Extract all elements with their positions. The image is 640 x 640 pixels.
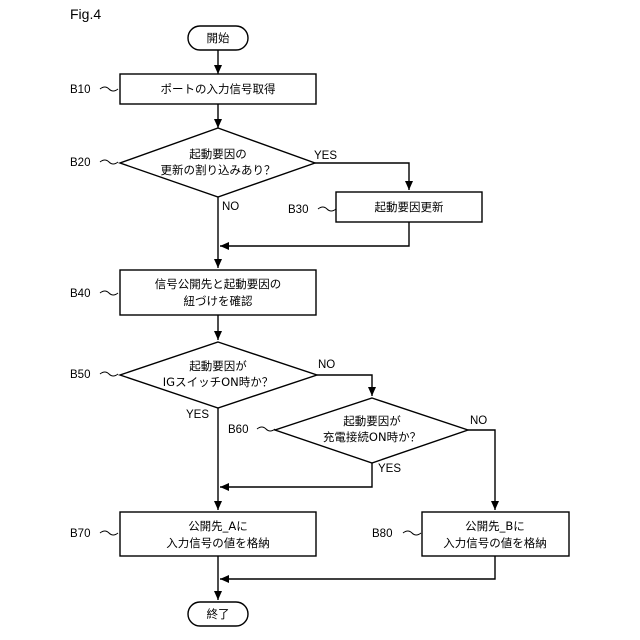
process-b70-line2: 入力信号の値を格納 <box>166 536 270 550</box>
connector-b50-no-b60 <box>317 375 372 396</box>
ref-b50: B50 <box>70 369 90 381</box>
branch-b50-yes: YES <box>186 409 209 421</box>
process-b70-line1: 公開先_Aに <box>188 519 248 533</box>
branch-b60-yes: YES <box>378 463 401 475</box>
connector-b30-merge <box>220 222 409 246</box>
process-b30-label: 起動要因更新 <box>375 200 444 214</box>
end-label: 終了 <box>207 607 230 621</box>
leader-b20 <box>100 160 118 164</box>
branch-b20-no: NO <box>222 201 239 213</box>
branch-b60-no: NO <box>470 415 487 427</box>
decision-b60-line2: 充電接続ON時か？ <box>323 430 421 444</box>
process-b80-line2: 入力信号の値を格納 <box>443 536 547 550</box>
connector-b60-yes-merge <box>220 463 372 487</box>
process-b10-label: ポートの入力信号取得 <box>161 82 276 96</box>
leader-b80 <box>403 531 421 535</box>
leader-b50 <box>100 372 118 376</box>
connector-b60-no-b80 <box>468 430 495 510</box>
process-b80-line1: 公開先_Bに <box>465 519 525 533</box>
leader-b70 <box>100 531 118 535</box>
decision-b50-line2: IGスイッチON時か？ <box>163 375 273 389</box>
leader-b10 <box>100 87 118 91</box>
ref-b70: B70 <box>70 528 90 540</box>
leader-b30 <box>318 207 336 211</box>
ref-b10: B10 <box>70 84 90 96</box>
branch-b20-yes: YES <box>314 150 337 162</box>
ref-b20: B20 <box>70 157 90 169</box>
leader-b40 <box>100 291 118 295</box>
connector-b80-merge <box>220 556 495 579</box>
ref-b30: B30 <box>288 204 308 216</box>
process-b40-line2: 紐づけを確認 <box>184 294 253 308</box>
ref-b80: B80 <box>372 528 392 540</box>
decision-b20-line1: 起動要因の <box>189 147 247 161</box>
ref-b60: B60 <box>228 424 248 436</box>
decision-b50-line1: 起動要因が <box>189 359 247 373</box>
leader-b60 <box>257 427 275 431</box>
connector-b20-yes-b30 <box>315 163 409 190</box>
start-label: 開始 <box>207 31 230 45</box>
branch-b50-no: NO <box>318 359 335 371</box>
decision-b60-line1: 起動要因が <box>343 414 401 428</box>
process-b40-line1: 信号公開先と起動要因の <box>155 277 282 291</box>
decision-b20-line2: 更新の割り込みあり？ <box>161 163 276 177</box>
ref-b40: B40 <box>70 288 90 300</box>
